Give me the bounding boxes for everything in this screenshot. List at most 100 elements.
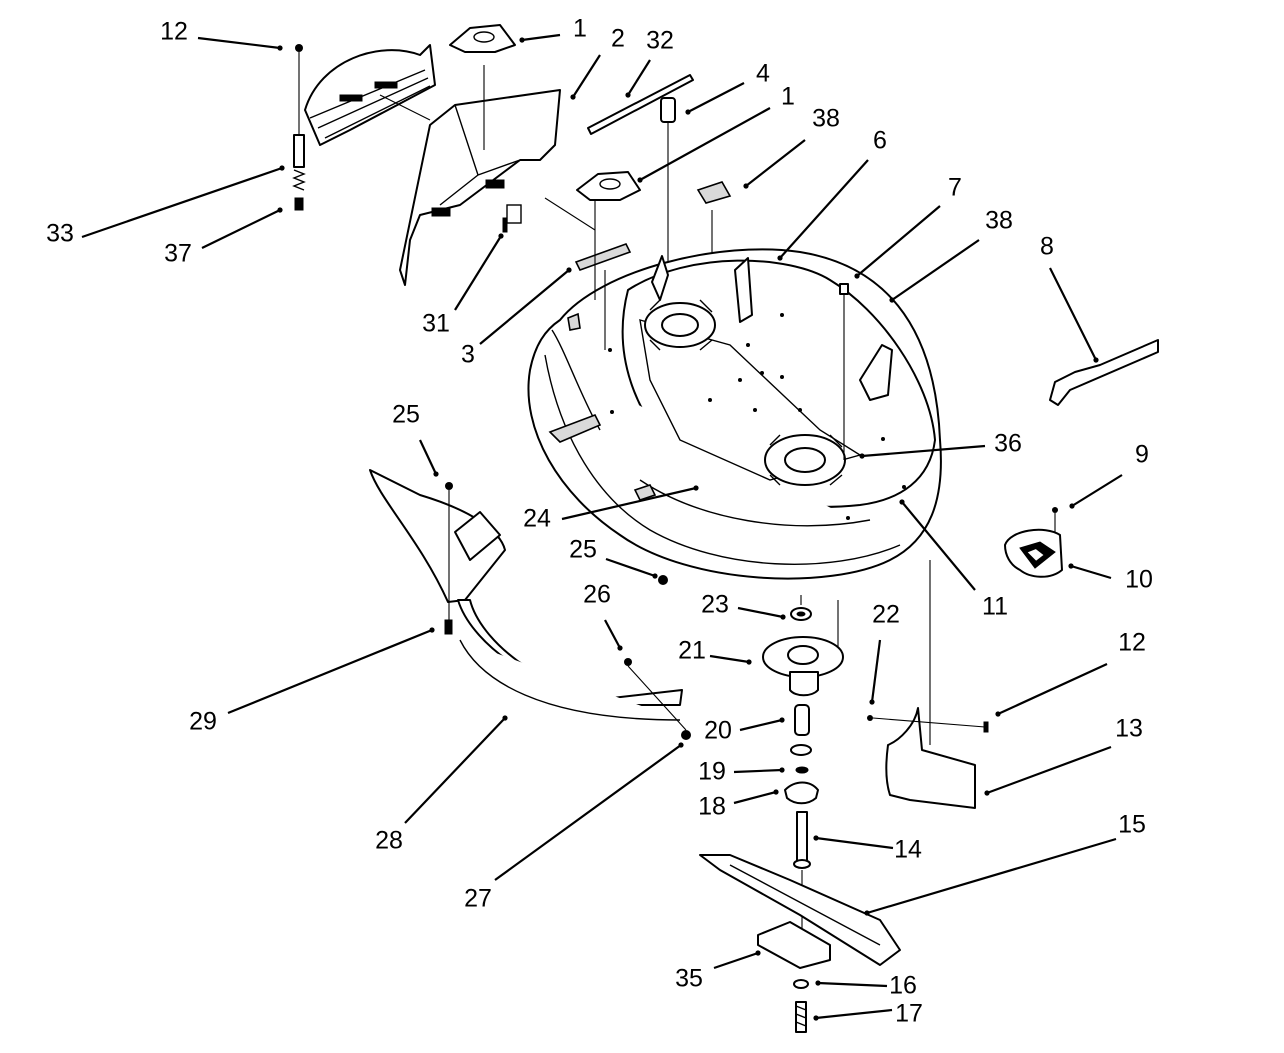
leader-line xyxy=(733,790,777,805)
callout-number: 6 xyxy=(873,127,887,155)
callout-number: 1 xyxy=(573,15,587,43)
leader-line xyxy=(201,209,281,249)
callout-number: 15 xyxy=(1118,811,1146,839)
chute-bolt-spring-drawing xyxy=(292,44,306,211)
leader-line xyxy=(1070,564,1112,580)
callout-38: 38 xyxy=(743,105,840,189)
leader-line xyxy=(494,744,682,881)
baffle-drawing xyxy=(369,469,683,721)
callout-number: 26 xyxy=(583,581,611,609)
leader-dot xyxy=(1069,503,1075,509)
misc-hardware-drawing xyxy=(379,94,606,350)
pulley-cover-cap-drawing xyxy=(449,24,641,201)
callout-37: 37 xyxy=(164,207,283,268)
leader-line xyxy=(1071,474,1123,507)
leader-line xyxy=(454,235,502,311)
callout-21: 21 xyxy=(678,637,752,665)
callout-18: 18 xyxy=(698,789,779,821)
callout-number: 8 xyxy=(1040,233,1054,261)
blade-drawing xyxy=(699,854,901,1033)
leader-line xyxy=(404,717,506,824)
callout-number: 19 xyxy=(698,758,726,786)
leader-line xyxy=(227,628,433,715)
callout-number: 11 xyxy=(982,593,1008,621)
callout-number: 13 xyxy=(1115,715,1143,743)
leader-dot xyxy=(433,471,439,477)
leader-line xyxy=(986,745,1112,795)
leader-dot xyxy=(815,980,821,986)
callout-number: 28 xyxy=(375,827,403,855)
callout-26: 26 xyxy=(583,581,623,651)
leader-dot xyxy=(995,711,1001,717)
leader-dot xyxy=(746,659,752,665)
callout-number: 20 xyxy=(704,717,732,745)
leader-line xyxy=(739,718,783,732)
leader-dot xyxy=(779,717,785,723)
leader-line xyxy=(815,836,894,850)
shield-drawing xyxy=(867,707,989,809)
callout-20: 20 xyxy=(704,717,785,745)
leader-dot xyxy=(779,767,785,773)
leader-line xyxy=(561,486,697,521)
callout-number: 29 xyxy=(189,708,217,736)
leader-line xyxy=(815,1008,893,1020)
callout-3: 3 xyxy=(461,267,572,369)
leader-dot xyxy=(1068,563,1074,569)
knob-drawing xyxy=(1004,507,1063,578)
callout-16: 16 xyxy=(815,972,917,1000)
leader-dot xyxy=(984,790,990,796)
leader-dot xyxy=(869,699,875,705)
callout-25: 25 xyxy=(392,401,439,477)
leader-line xyxy=(572,54,601,98)
callout-29: 29 xyxy=(189,627,435,736)
spindle-assembly-drawing xyxy=(762,595,844,960)
callout-number: 9 xyxy=(1135,441,1149,469)
callout-1: 1 xyxy=(519,15,587,43)
leader-dot xyxy=(780,614,786,620)
callout-number: 1 xyxy=(781,83,795,111)
callout-number: 17 xyxy=(895,1000,923,1028)
callout-32: 32 xyxy=(625,27,674,98)
leader-line xyxy=(891,239,980,301)
callout-number: 10 xyxy=(1125,566,1153,594)
callout-number: 24 xyxy=(523,505,551,533)
leader-dot xyxy=(637,177,643,183)
callout-number: 37 xyxy=(164,240,192,268)
callout-number: 18 xyxy=(698,793,726,821)
leader-line xyxy=(861,444,986,458)
callout-number: 38 xyxy=(985,207,1013,235)
callout-33: 33 xyxy=(46,165,285,248)
leader-dot xyxy=(813,835,819,841)
leader-line xyxy=(901,501,976,591)
callout-27: 27 xyxy=(464,742,684,913)
leader-dot xyxy=(693,485,699,491)
callout-22: 22 xyxy=(869,601,900,705)
callout-14: 14 xyxy=(813,835,922,864)
leader-dot xyxy=(277,45,283,51)
leader-dot xyxy=(277,207,283,213)
callout-1: 1 xyxy=(637,83,795,183)
callout-25: 25 xyxy=(569,536,658,579)
leader-dot xyxy=(864,910,870,916)
leader-dot xyxy=(889,297,895,303)
callout-12: 12 xyxy=(995,629,1146,717)
callout-number: 32 xyxy=(646,27,674,55)
leader-line xyxy=(745,139,806,187)
callout-number: 16 xyxy=(889,972,917,1000)
leader-line xyxy=(997,663,1108,715)
callout-6: 6 xyxy=(777,127,887,261)
leader-line xyxy=(870,639,882,703)
callout-number: 3 xyxy=(461,341,475,369)
leader-dot xyxy=(678,742,684,748)
callout-7: 7 xyxy=(854,174,962,279)
leader-dot xyxy=(899,499,905,505)
leader-line xyxy=(605,557,656,578)
callout-24: 24 xyxy=(523,485,699,533)
leader-line xyxy=(687,82,745,113)
leader-line xyxy=(604,619,621,649)
leader-dot xyxy=(570,94,576,100)
leader-line xyxy=(866,837,1117,915)
leader-dot xyxy=(519,37,525,43)
leader-dot xyxy=(502,715,508,721)
